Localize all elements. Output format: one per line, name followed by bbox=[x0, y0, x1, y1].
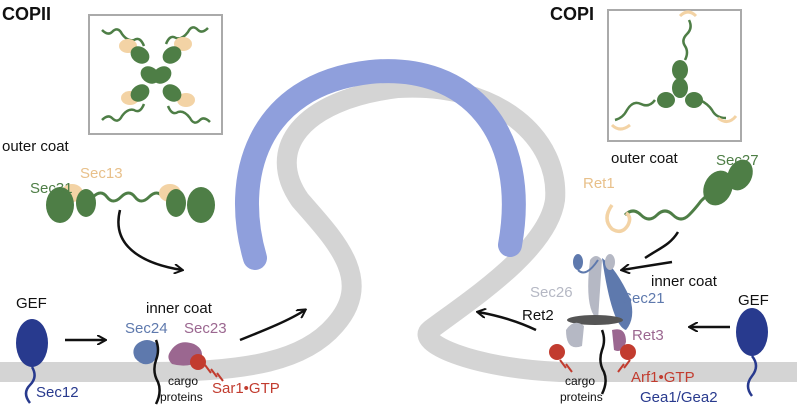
copi-triskelion-inset bbox=[607, 9, 742, 142]
coat-arc bbox=[234, 59, 526, 270]
sec12-gef bbox=[16, 319, 48, 404]
outer-coat-label-left: outer coat bbox=[2, 138, 70, 155]
sec13-label: Sec13 bbox=[80, 165, 123, 182]
gea-gef bbox=[736, 308, 768, 397]
gea-label: Gea1/Gea2 bbox=[640, 389, 718, 406]
cargo-label-left-2: proteins bbox=[160, 390, 203, 404]
sar1-label: Sar1•GTP bbox=[212, 380, 280, 397]
inner-coat-label-left: inner coat bbox=[146, 300, 213, 317]
arrows bbox=[65, 209, 730, 340]
cargo-label-left-1: cargo bbox=[168, 374, 198, 388]
membrane bbox=[0, 77, 797, 382]
sec26-label: Sec26 bbox=[530, 284, 573, 301]
ret1-label: Ret1 bbox=[583, 175, 615, 192]
sec31-label: Sec31 bbox=[30, 180, 73, 197]
inner-coat-label-right: inner coat bbox=[651, 273, 718, 290]
copii-outer-coat-rod bbox=[46, 184, 215, 223]
cargo-label-right-1: cargo bbox=[565, 374, 595, 388]
copi-outer-coat bbox=[605, 159, 753, 233]
sec27-label: Sec27 bbox=[716, 152, 759, 169]
gef-label-right: GEF bbox=[738, 292, 769, 309]
copii-title: COPII bbox=[2, 4, 51, 24]
gef-label-left: GEF bbox=[16, 295, 47, 312]
outer-coat-label-right: outer coat bbox=[611, 150, 679, 167]
sec23-label: Sec23 bbox=[184, 320, 227, 337]
copi-title: COPI bbox=[550, 4, 594, 24]
copi-inner-coat bbox=[549, 254, 636, 395]
ret3-label: Ret3 bbox=[632, 327, 664, 344]
ret2-label: Ret2 bbox=[522, 307, 554, 324]
cargo-label-right-2: proteins bbox=[560, 390, 603, 404]
copii-cage-inset bbox=[88, 14, 223, 135]
copii-inner-coat bbox=[133, 339, 224, 405]
sec24-label: Sec24 bbox=[125, 320, 168, 337]
sec21-label: Sec21 bbox=[622, 290, 665, 307]
arf1-label: Arf1•GTP bbox=[631, 369, 695, 386]
sec12-label: Sec12 bbox=[36, 384, 79, 401]
